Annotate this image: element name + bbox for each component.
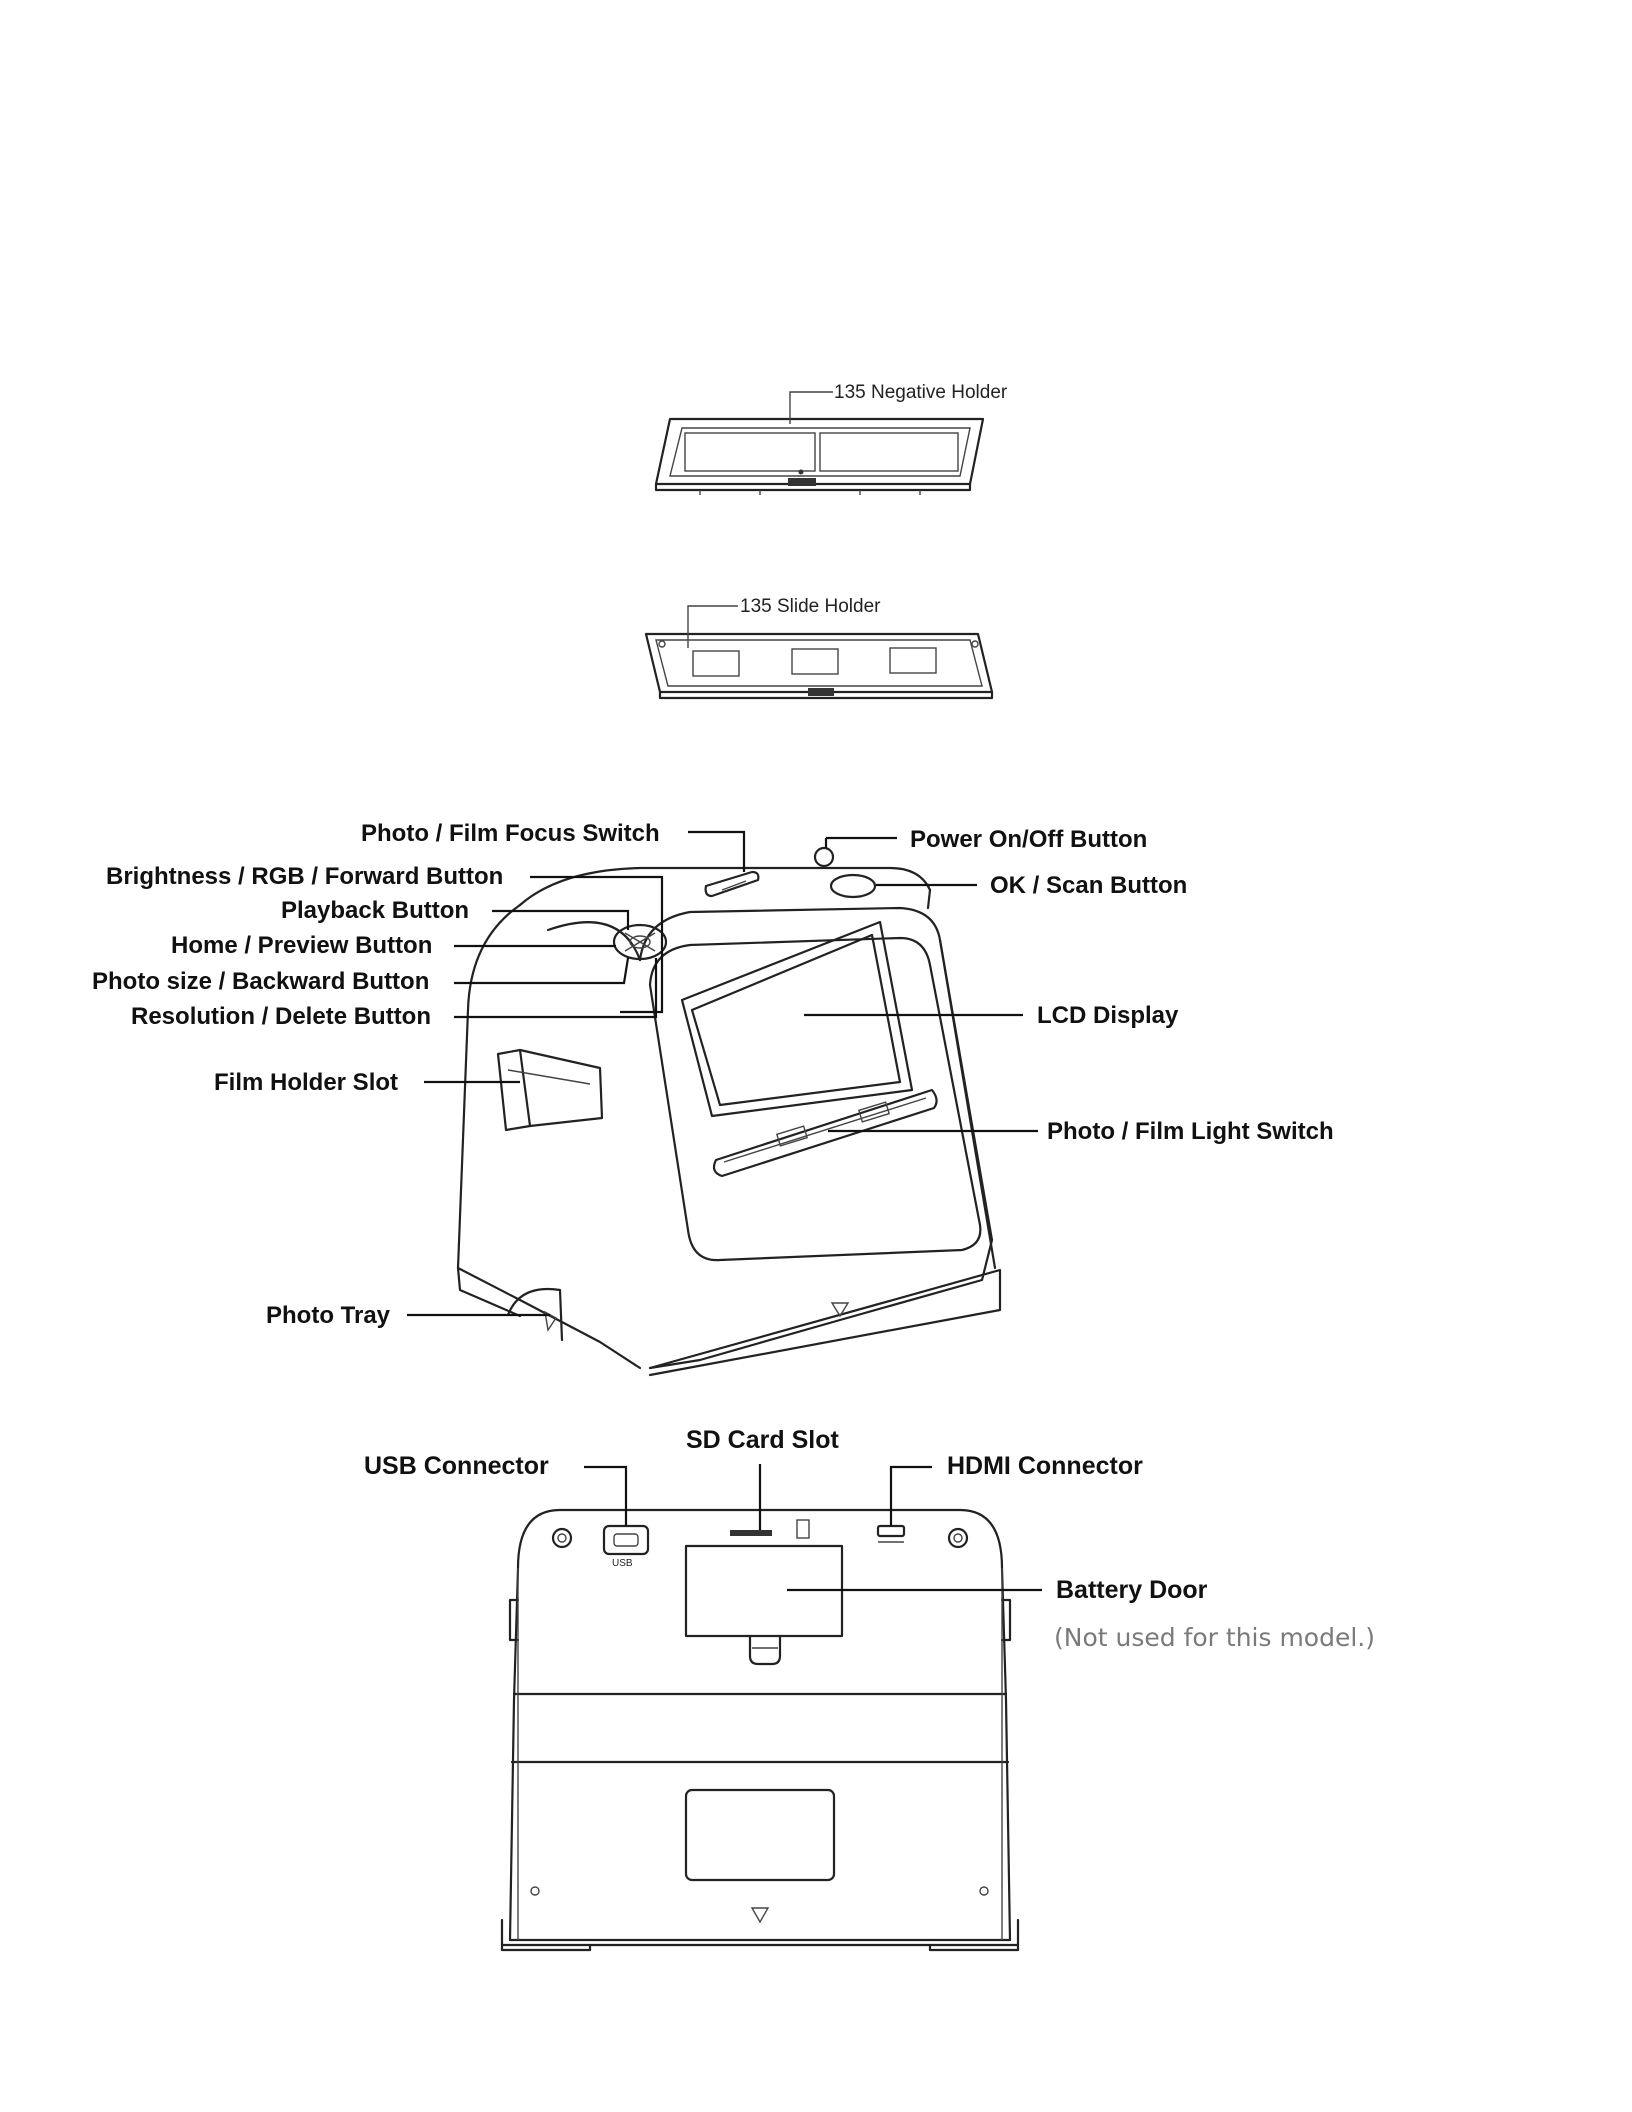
usb-connector-label: USB Connector xyxy=(364,1452,549,1480)
lcd-display-label: LCD Display xyxy=(1037,1002,1179,1029)
sd-card-slot-label: SD Card Slot xyxy=(686,1426,839,1454)
scanner-back-drawing xyxy=(500,1508,1020,1952)
back-leader-lines xyxy=(584,1464,1042,1592)
battery-door-label: Battery Door xyxy=(1056,1576,1208,1604)
light-switch-label: Photo / Film Light Switch xyxy=(1047,1118,1334,1145)
scanner-front-drawing xyxy=(456,846,1002,1377)
negative-holder-label: 135 Negative Holder xyxy=(834,382,1008,403)
home-button-label: Home / Preview Button xyxy=(171,932,432,959)
power-button-label: Power On/Off Button xyxy=(910,826,1147,853)
slide-holder-label: 135 Slide Holder xyxy=(740,596,881,617)
slide-holder-drawing xyxy=(644,632,994,700)
ok-button-label: OK / Scan Button xyxy=(990,872,1187,899)
brightness-button-label: Brightness / RGB / Forward Button xyxy=(106,863,503,890)
front-leader-lines xyxy=(407,830,1038,1317)
hdmi-connector-label: HDMI Connector xyxy=(947,1452,1143,1480)
negative-holder-drawing xyxy=(654,417,985,495)
photo-size-button-label: Photo size / Backward Button xyxy=(92,968,429,995)
focus-switch-label: Photo / Film Focus Switch xyxy=(361,820,660,847)
playback-button-label: Playback Button xyxy=(281,897,469,924)
resolution-button-label: Resolution / Delete Button xyxy=(131,1003,431,1030)
usb-port-text: USB xyxy=(612,1558,633,1569)
battery-door-note: (Not used for this model.) xyxy=(1054,1623,1375,1652)
photo-tray-label: Photo Tray xyxy=(266,1302,391,1329)
film-holder-slot-label: Film Holder Slot xyxy=(214,1069,398,1096)
